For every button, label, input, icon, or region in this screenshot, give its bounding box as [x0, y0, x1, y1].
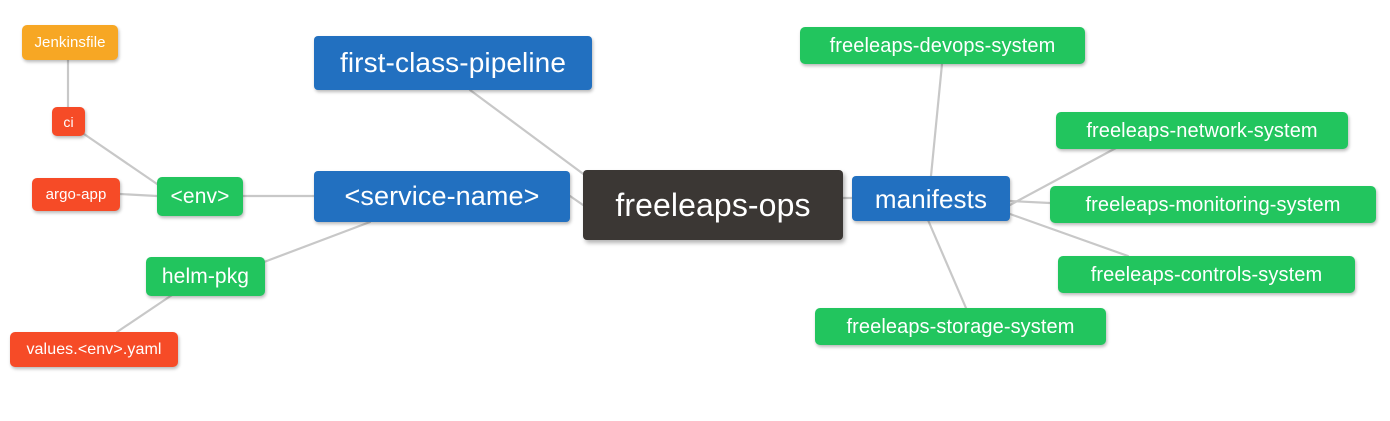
edge-helm-pkg-to-values-yaml [115, 293, 174, 334]
edge-manifests-to-devops-system [929, 62, 944, 178]
node-label: freeleaps-storage-system [846, 315, 1075, 338]
node-service-name[interactable]: <service-name> [314, 171, 570, 222]
node-label: argo-app [45, 186, 107, 203]
node-ci[interactable]: ci [52, 107, 85, 136]
node-label: <env> [170, 185, 230, 208]
node-label: helm-pkg [161, 265, 250, 288]
node-label: manifests [874, 183, 988, 214]
node-argo-app[interactable]: argo-app [32, 178, 120, 211]
edge-env-to-argo-app [118, 192, 159, 198]
node-label: freeleaps-monitoring-system [1085, 193, 1341, 216]
node-jenkinsfile[interactable]: Jenkinsfile [22, 25, 118, 60]
node-label: freeleaps-network-system [1086, 119, 1318, 142]
node-freeleaps-storage-system[interactable]: freeleaps-storage-system [815, 308, 1106, 345]
edge-manifests-to-storage-system [926, 218, 968, 310]
node-label: <service-name> [344, 181, 540, 211]
node-label: freeleaps-devops-system [829, 34, 1056, 57]
node-freeleaps-monitoring-system[interactable]: freeleaps-monitoring-system [1050, 186, 1376, 223]
node-label: first-class-pipeline [339, 47, 567, 78]
node-values-yaml[interactable]: values.<env>.yaml [10, 332, 178, 367]
node-freeleaps-controls-system[interactable]: freeleaps-controls-system [1058, 256, 1355, 293]
edge-manifests-to-monitoring-system [1008, 199, 1052, 205]
edge-root-to-service-name [568, 194, 585, 207]
node-env[interactable]: <env> [157, 177, 243, 216]
node-label: freeleaps-ops [615, 187, 811, 223]
node-freeleaps-devops-system[interactable]: freeleaps-devops-system [800, 27, 1085, 64]
node-manifests[interactable]: manifests [852, 176, 1010, 221]
node-helm-pkg[interactable]: helm-pkg [146, 257, 265, 296]
edge-root-to-first-class-pipeline [468, 88, 588, 178]
node-freeleaps-network-system[interactable]: freeleaps-network-system [1056, 112, 1348, 149]
node-label: ci [63, 113, 74, 130]
node-freeleaps-ops[interactable]: freeleaps-ops [583, 170, 843, 240]
node-label: Jenkinsfile [34, 34, 106, 51]
node-label: freeleaps-controls-system [1090, 263, 1323, 286]
node-first-class-pipeline[interactable]: first-class-pipeline [314, 36, 592, 90]
node-label: values.<env>.yaml [26, 340, 162, 358]
edge-service-name-to-helm-pkg [262, 220, 372, 264]
